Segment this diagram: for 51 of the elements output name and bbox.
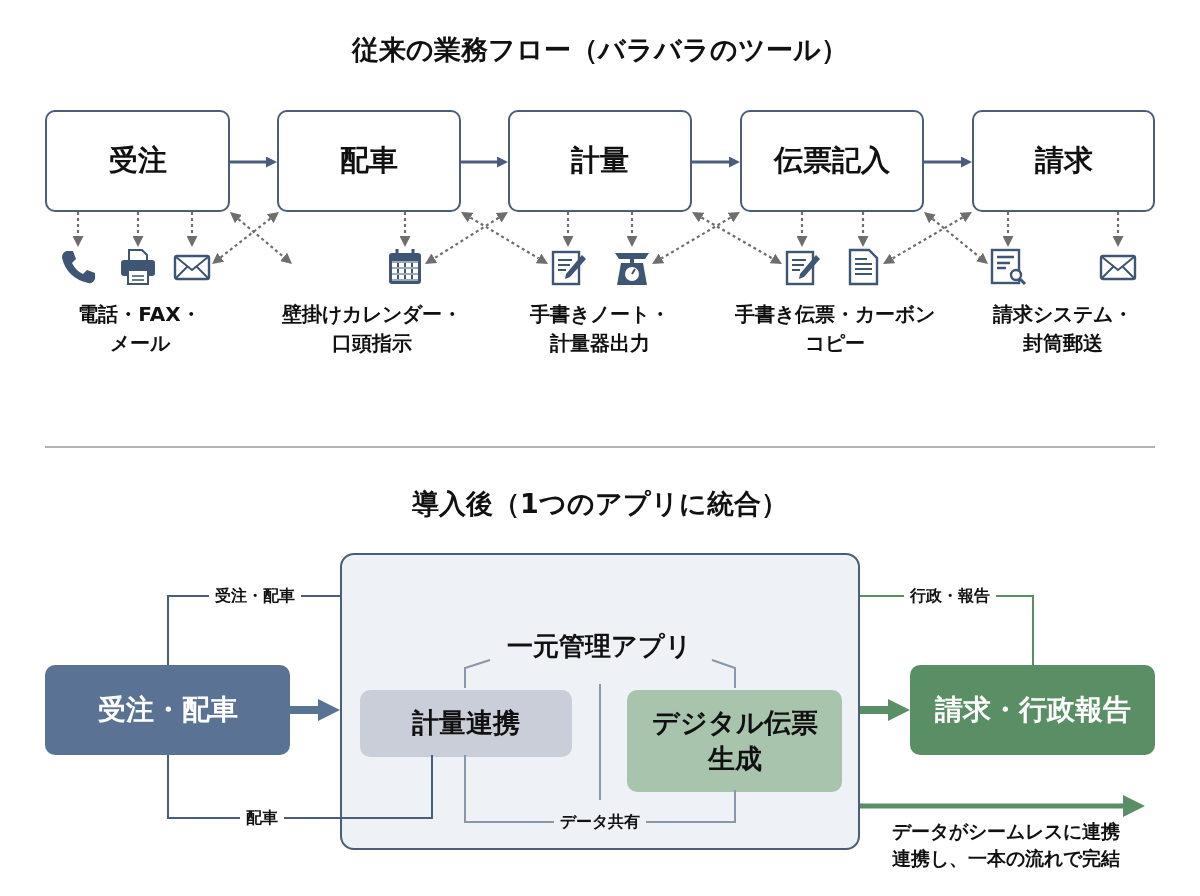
process-box: 伝票記入 [740, 110, 924, 212]
arrow [1112, 212, 1124, 247]
arrow [796, 212, 808, 247]
arrow [1002, 212, 1014, 247]
section-title: 従来の業務フロー（バラバラのツール） [350, 33, 849, 67]
arrow [186, 212, 198, 247]
edge-label: データがシームレスに連携連携し、一本の流れで完結 [892, 819, 1121, 871]
tool-caption: 手書き伝票・カーボンコピー [735, 301, 935, 357]
section-title: 導入後（1つのアプリに統合） [411, 487, 789, 521]
arrow [692, 156, 740, 168]
arrow [461, 156, 508, 168]
app-panel [340, 553, 860, 850]
arrow [425, 211, 508, 265]
edge-label: データ共有 [554, 811, 646, 833]
arrow [132, 212, 144, 247]
panel-heading: 一元管理アプリ [506, 630, 693, 663]
connector-line [167, 754, 433, 819]
arrow [857, 212, 869, 247]
arrow [860, 795, 1145, 817]
arrow [860, 699, 910, 721]
process-box: 受注・配車 [45, 665, 290, 755]
arrow [72, 212, 84, 247]
arrow [230, 156, 277, 168]
arrow [212, 211, 279, 265]
arrow [691, 212, 783, 264]
feature-box: 計量連携 [360, 690, 572, 757]
arrow [924, 156, 972, 168]
arrow [460, 211, 549, 265]
printer-icon [118, 247, 158, 287]
tool-caption: 手書きノート・計量器出力 [529, 301, 671, 357]
process-box: 計量 [508, 110, 692, 212]
arrow [399, 212, 411, 247]
arrow [562, 212, 574, 247]
document-search-icon [988, 247, 1028, 287]
tool-caption: 電話・FAX・メール [77, 301, 202, 357]
edge-label: 受注・配車 [209, 585, 301, 607]
tool-caption: 壁掛けカレンダー・口頭指示 [281, 301, 463, 357]
arrow [290, 699, 340, 721]
arrow [652, 212, 740, 264]
process-box: 請求・行政報告 [910, 665, 1155, 755]
arrow [923, 211, 989, 265]
process-box: 受注 [45, 110, 230, 212]
tool-caption: 請求システム・封筒郵送 [992, 301, 1134, 357]
process-box: 配車 [277, 110, 461, 212]
arrow [883, 211, 972, 265]
feature-box: デジタル伝票生成 [627, 690, 842, 792]
process-box: 請求 [972, 110, 1155, 212]
edge-label: 行政・報告 [904, 585, 996, 607]
edge-label: 配車 [240, 807, 284, 829]
arrow [229, 212, 293, 264]
arrow [626, 212, 638, 247]
